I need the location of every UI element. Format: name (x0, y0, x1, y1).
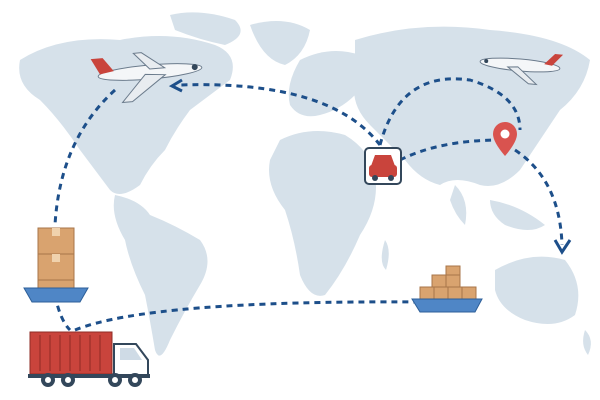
boxes-icon (37, 227, 75, 289)
location-pin-icon (493, 122, 517, 156)
airplane-icon (479, 54, 564, 86)
truck-icon (28, 331, 150, 387)
car-hub-icon (364, 147, 402, 185)
container-ship-icon (411, 265, 483, 313)
arrow-head-icon (553, 239, 572, 255)
route-pin-to-australia (514, 148, 564, 246)
arrow-head-icon (168, 78, 183, 93)
cargo-ship-icon (23, 287, 89, 303)
route-hub-to-pin (399, 138, 501, 162)
route-europe-to-america (179, 83, 382, 146)
route-america-to-boxes (53, 88, 117, 226)
shipping-routes (53, 77, 564, 332)
airplane-icon (90, 52, 203, 104)
route-hub-arc (378, 77, 522, 146)
route-truck-to-ship (74, 300, 421, 332)
